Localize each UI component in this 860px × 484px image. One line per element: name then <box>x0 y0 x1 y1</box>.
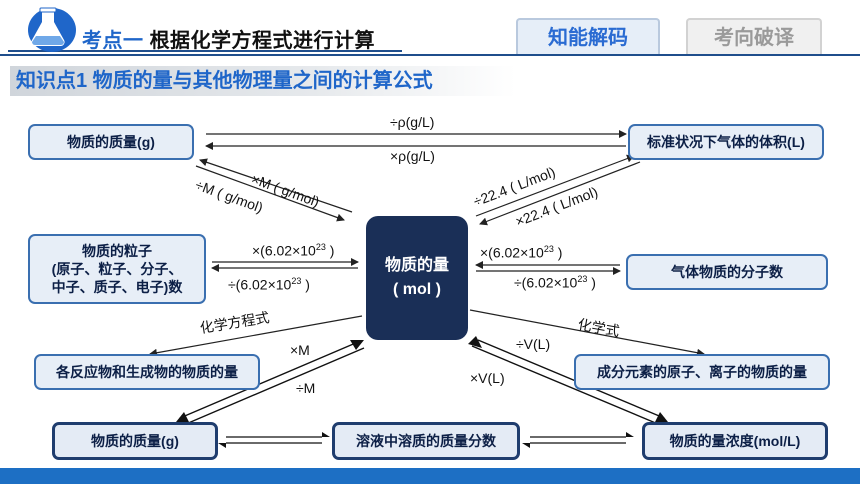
label-mul-rho: ×ρ(g/L) <box>390 148 435 164</box>
section-title: 知识点1 物质的量与其他物理量之间的计算公式 <box>10 66 516 96</box>
label-mul-M: ×M <box>290 342 310 358</box>
eq-arrow-2-right <box>626 432 634 437</box>
arrow-volume-to-center <box>479 161 641 226</box>
arrow-center-to-reactants <box>149 315 363 357</box>
box-atoms-ions: 成分元素的原子、离子的物质的量 <box>574 354 830 390</box>
tab-kaoxiang[interactable]: 考向破译 <box>686 18 822 54</box>
box-gas-volume: 标准状况下气体的体积(L) <box>628 124 824 160</box>
label-div-NA-right: ÷(6.02×1023 ) <box>514 274 596 291</box>
double-arrow-center-conc-b <box>471 345 659 425</box>
box-gas-molecules: 气体物质的分子数 <box>626 254 828 290</box>
box-particles: 物质的粒子 (原子、粒子、分子、 中子、质子、电子)数 <box>28 234 206 304</box>
label-div-M: ÷M <box>296 380 316 396</box>
page-title: 考点一 根据化学方程式进行计算 <box>82 24 375 53</box>
label-div-V: ÷V(L) <box>516 336 551 352</box>
kaodian-label: 考点一 <box>82 30 144 52</box>
label-div-rho: ÷ρ(g/L) <box>390 114 435 130</box>
mul-NA-right-exp: 23 <box>543 244 554 254</box>
flask-icon <box>28 7 76 52</box>
center-line-1: 物质的量 <box>384 257 449 274</box>
arrow-center-to-atoms <box>469 309 705 357</box>
arrow-mass-to-center <box>195 165 345 222</box>
particles-line-1: 物质的粒子 <box>82 242 152 259</box>
double-arrow-center-conc-a <box>477 339 665 419</box>
arrow-center-to-mass <box>199 158 353 213</box>
label-div-NA-left: ÷(6.02×1023 ) <box>228 276 310 293</box>
mul-NA-left-base: ×(6.02×10 <box>252 242 316 259</box>
div-NA-right-exp: 23 <box>577 274 588 284</box>
eq-arrow-1-left <box>218 443 226 448</box>
arrow-center-to-volume <box>475 154 635 217</box>
particles-line-2: (原子、粒子、分子、 <box>51 260 183 277</box>
div-NA-left-close: ) <box>301 276 310 293</box>
double-arrow-mass-center-b <box>185 347 365 425</box>
eq-arrow-1-right <box>322 432 330 437</box>
particles-line-3: 中子、质子、电子)数 <box>51 279 183 296</box>
box-mass-fraction: 溶液中溶质的质量分数 <box>332 422 520 460</box>
mul-NA-left-close: ) <box>325 242 335 259</box>
box-mass-top: 物质的质量(g) <box>28 124 194 160</box>
mul-NA-left-exp: 23 <box>315 242 326 252</box>
tab-zhineng[interactable]: 知能解码 <box>516 18 660 54</box>
header-divider <box>0 54 860 56</box>
box-mass-bottom: 物质的质量(g) <box>52 422 218 460</box>
label-mul-NA-right: ×(6.02×1023 ) <box>480 244 562 261</box>
center-amount-of-substance: 物质的量 ( mol ) <box>366 216 468 340</box>
title-text: 根据化学方程式进行计算 <box>149 30 376 52</box>
div-NA-left-base: ÷(6.02×10 <box>228 276 292 293</box>
center-line-2: ( mol ) <box>393 281 441 298</box>
label-mul-V: ×V(L) <box>470 370 505 386</box>
mul-NA-right-close: ) <box>553 244 563 261</box>
eq-arrow-2-left <box>522 443 530 448</box>
double-arrow-mass-center-a <box>179 341 359 419</box>
box-reactants: 各反应物和生成物的物质的量 <box>34 354 260 390</box>
div-NA-right-close: ) <box>587 274 596 291</box>
div-NA-left-exp: 23 <box>291 276 302 286</box>
box-concentration: 物质的量浓度(mol/L) <box>642 422 828 460</box>
mul-NA-right-base: ×(6.02×10 <box>480 244 544 261</box>
div-NA-right-base: ÷(6.02×10 <box>514 274 578 291</box>
footer-bar <box>0 468 860 484</box>
title-underline <box>8 18 402 52</box>
label-mul-NA-left: ×(6.02×1023 ) <box>252 242 334 259</box>
